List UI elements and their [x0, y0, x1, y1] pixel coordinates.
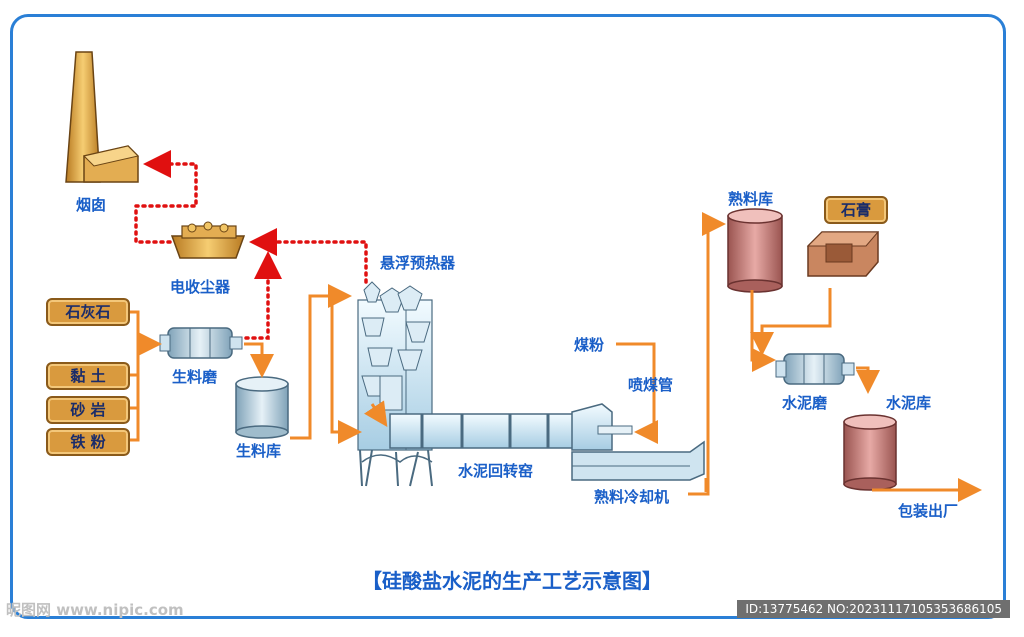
- material-clay: 黏 土: [46, 362, 130, 390]
- raw-mill-icon: [159, 327, 243, 359]
- image-id-bar: ID:13775462 NO:20231117105353686105: [737, 600, 1010, 618]
- dust-collector-icon: [170, 221, 246, 259]
- preheater-label: 悬浮预热器: [380, 254, 456, 272]
- cement-mill-icon: [775, 353, 855, 385]
- kiln-label: 水泥回转窑: [458, 462, 534, 480]
- clinker-silo-label: 熟料库: [728, 190, 774, 208]
- cement-mill-label: 水泥磨: [782, 394, 828, 412]
- material-sandstone: 砂 岩: [46, 396, 130, 424]
- preheater-tower-icon: [357, 281, 433, 487]
- raw-silo-icon: [235, 376, 289, 439]
- chimney-label: 烟囱: [76, 196, 107, 214]
- packing-label: 包装出厂: [898, 502, 959, 520]
- watermark-logo: 昵图网 www.nipic.com: [6, 601, 184, 619]
- dust-collector-label: 电收尘器: [170, 278, 231, 296]
- material-flow-arrows: [130, 224, 982, 502]
- diagram-title: 【硅酸盐水泥的生产工艺示意图】: [362, 569, 662, 593]
- gypsum-label: 石膏: [824, 196, 888, 224]
- cement-silo-icon: [843, 414, 897, 491]
- chimney-icon: [65, 51, 139, 183]
- coal-powder-label: 煤粉: [574, 336, 605, 354]
- clinker-cooler-icon: [571, 403, 705, 481]
- cement-silo-label: 水泥库: [886, 394, 932, 412]
- rotary-kiln-icon: [389, 413, 577, 449]
- clinker-silo-icon: [727, 208, 783, 293]
- gypsum-bin-icon: [806, 231, 880, 277]
- raw-silo-label: 生料库: [236, 442, 282, 460]
- coal-pipe-label: 喷煤管: [628, 376, 674, 394]
- material-iron-powder: 铁 粉: [46, 428, 130, 456]
- cooler-label: 熟料冷却机: [594, 488, 670, 506]
- frame: [10, 14, 1006, 619]
- exhaust-gas-arrows: [134, 150, 368, 340]
- material-limestone: 石灰石: [46, 298, 130, 326]
- raw-mill-label: 生料磨: [172, 368, 218, 386]
